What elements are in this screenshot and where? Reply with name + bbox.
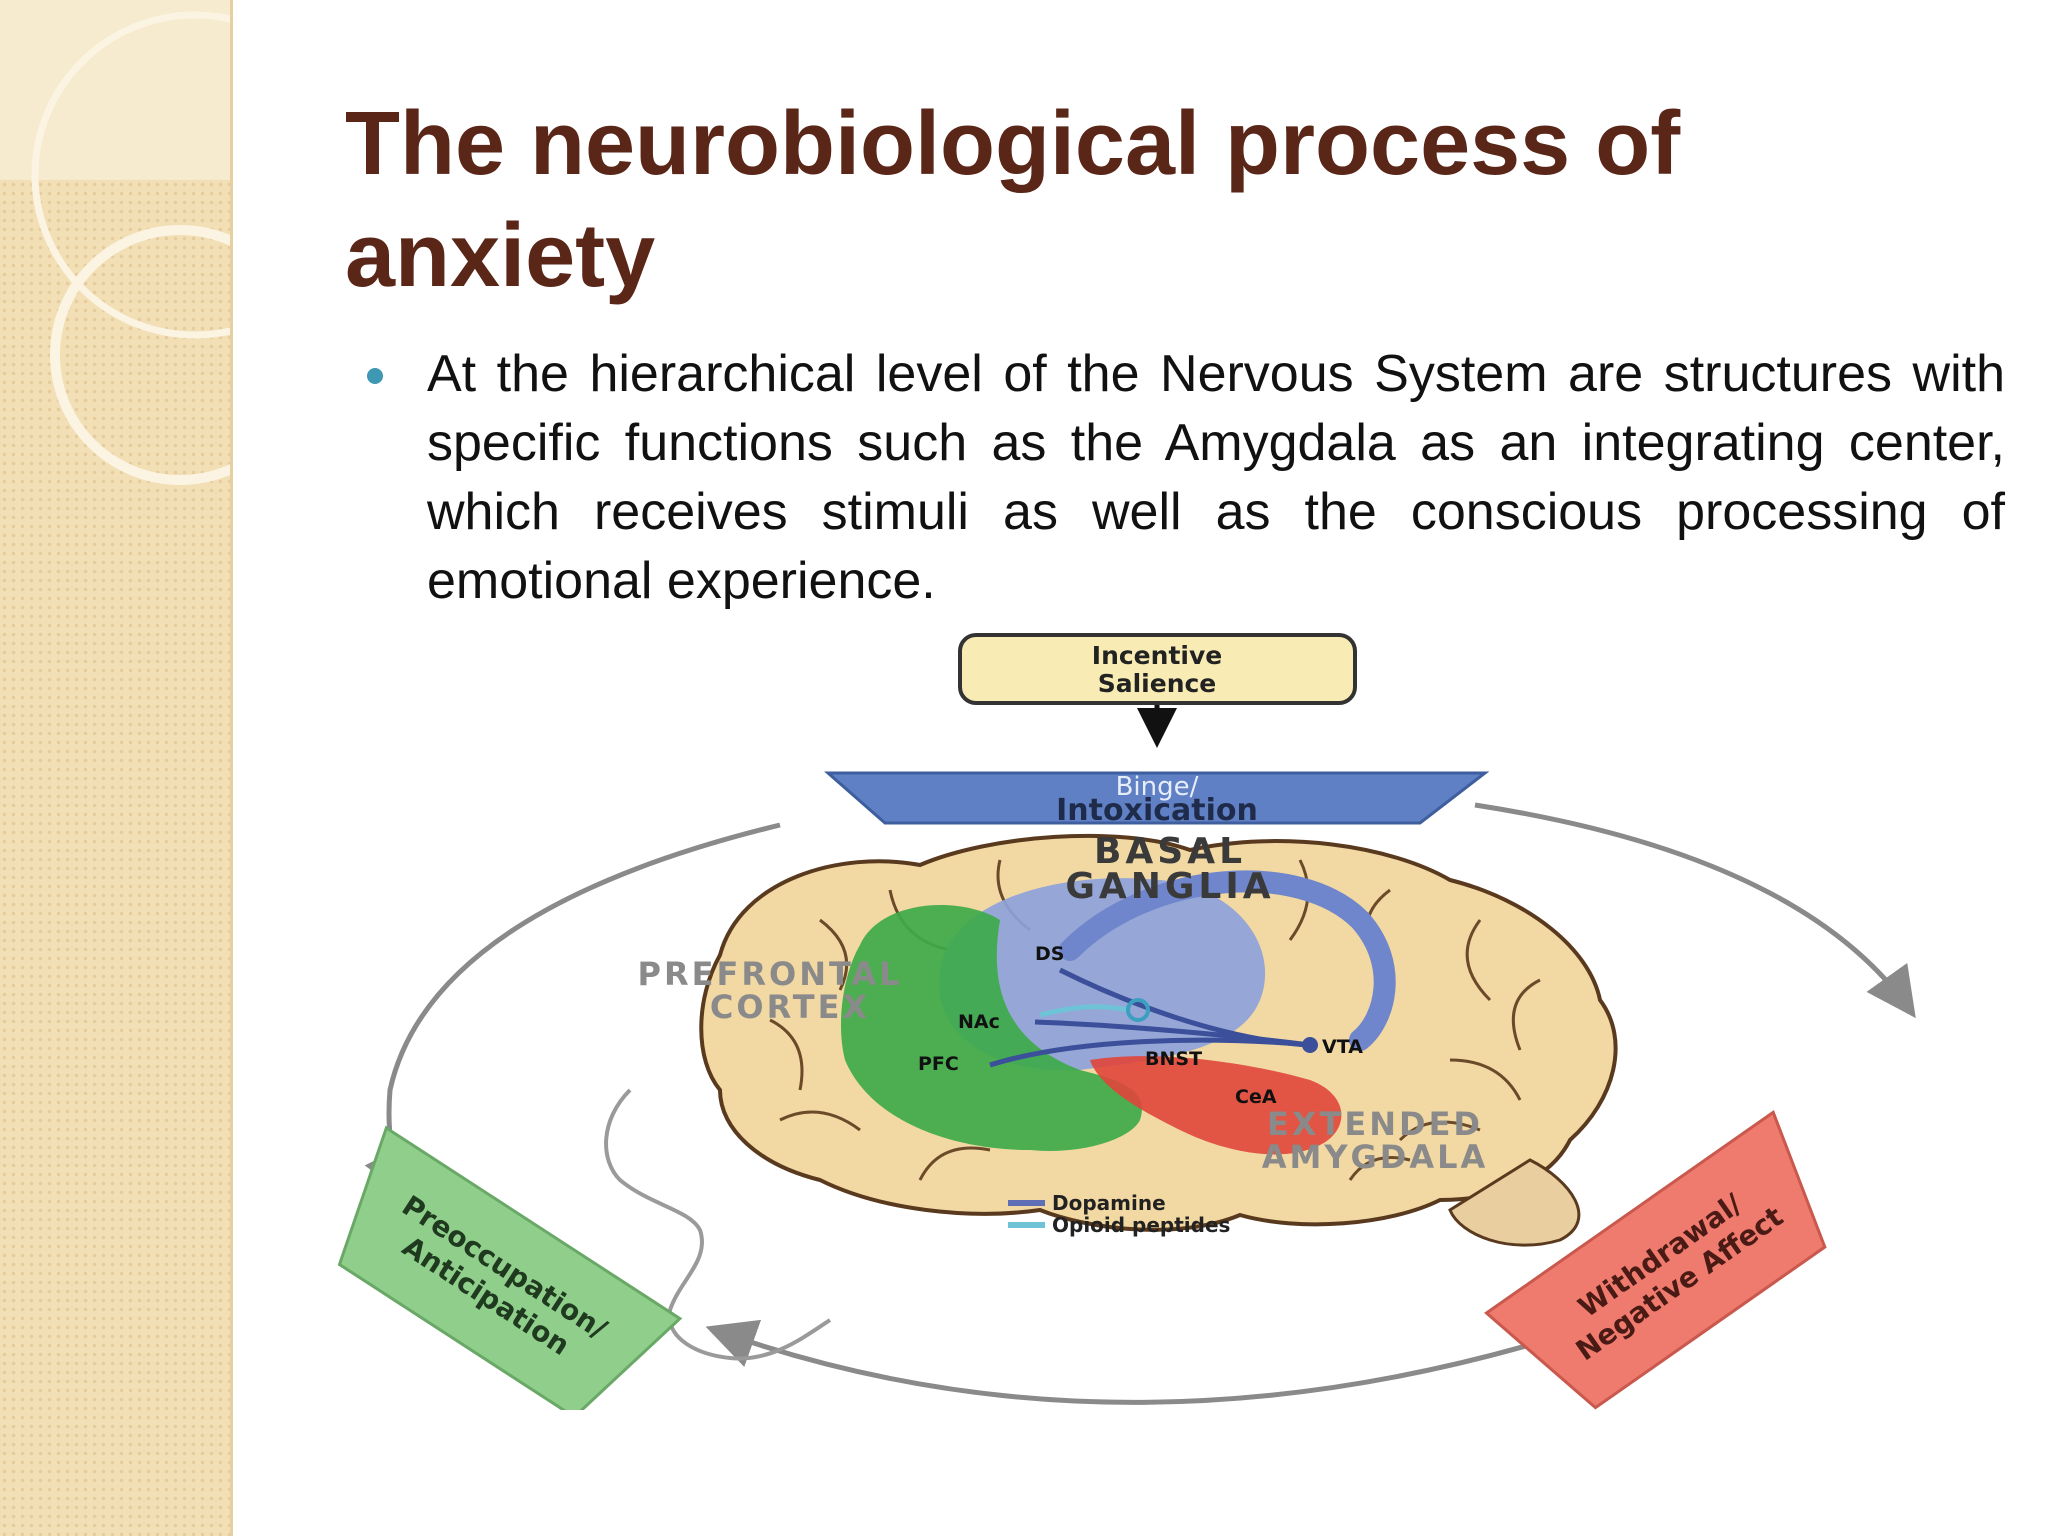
- diagram-canvas: Incentive Salience Binge/ Intoxication B…: [337, 633, 1916, 1410]
- vta-node: [1302, 1037, 1318, 1053]
- opioid-pathway: [1039, 1004, 1131, 1018]
- salience-label: Salience: [1098, 669, 1217, 698]
- bullet-dot-icon: [367, 368, 383, 384]
- ds-label: DS: [1035, 943, 1064, 965]
- cerebellum: [1448, 1158, 1581, 1247]
- bullet-list: At the hierarchical level of the Nervous…: [345, 340, 2005, 616]
- decorative-sidebar: [0, 0, 233, 1536]
- intoxication-label: Intoxication: [1056, 793, 1258, 828]
- legend-opioid-label: Opioid peptides: [1052, 1213, 1230, 1237]
- extended-label: EXTENDED: [1267, 1105, 1483, 1143]
- face-profile: [604, 1088, 832, 1361]
- extended-amygdala-region: [1090, 1056, 1342, 1155]
- incentive-salience-box: [958, 633, 1357, 705]
- bnst-label: BNST: [1145, 1048, 1202, 1070]
- cycle-arrow-right: [1474, 802, 1916, 1019]
- withdrawal-banner-shape: [1484, 1109, 1827, 1410]
- bullet-item: At the hierarchical level of the Nervous…: [345, 340, 2005, 616]
- basal-label: BASAL: [1094, 831, 1246, 872]
- binge-label: Binge/: [1116, 772, 1199, 802]
- cortex-label: CORTEX: [710, 988, 870, 1026]
- cycle-arrow-bottom: [705, 1305, 1646, 1405]
- nac-opioid-node: [1126, 998, 1150, 1022]
- incentive-label: Incentive: [1092, 641, 1222, 670]
- binge-intoxication-banner: [824, 771, 1490, 825]
- sidebar-ring-large: [31, 11, 230, 339]
- ganglia-label: GANGLIA: [1065, 866, 1274, 907]
- prefrontal-label: PREFRONTAL: [638, 955, 903, 993]
- sidebar-ring-small: [50, 225, 230, 485]
- slide-title: The neurobiological process of anxiety: [345, 94, 1681, 306]
- dopamine-pathway-pfc: [989, 1037, 1311, 1068]
- caudate-tail: [1059, 870, 1396, 1051]
- pfc-label: PFC: [918, 1053, 959, 1075]
- vta-label: VTA: [1322, 1036, 1363, 1058]
- preoccupation-banner-shape: [337, 1125, 683, 1410]
- sidebar-rings: [31, 11, 230, 485]
- amygdala-label: AMYGDALA: [1262, 1138, 1489, 1176]
- preoccupation-anticipation-banner: Preoccupation/ Anticipation: [337, 1125, 683, 1410]
- nac-label: NAc: [958, 1011, 1000, 1033]
- addiction-cycle-diagram: Incentive Salience Binge/ Intoxication B…: [300, 620, 2030, 1410]
- legend-dopamine-label: Dopamine: [1052, 1191, 1166, 1215]
- prefrontal-cortex-region: [840, 905, 1142, 1151]
- cea-label: CeA: [1235, 1086, 1277, 1108]
- bullet-text: At the hierarchical level of the Nervous…: [427, 345, 2005, 610]
